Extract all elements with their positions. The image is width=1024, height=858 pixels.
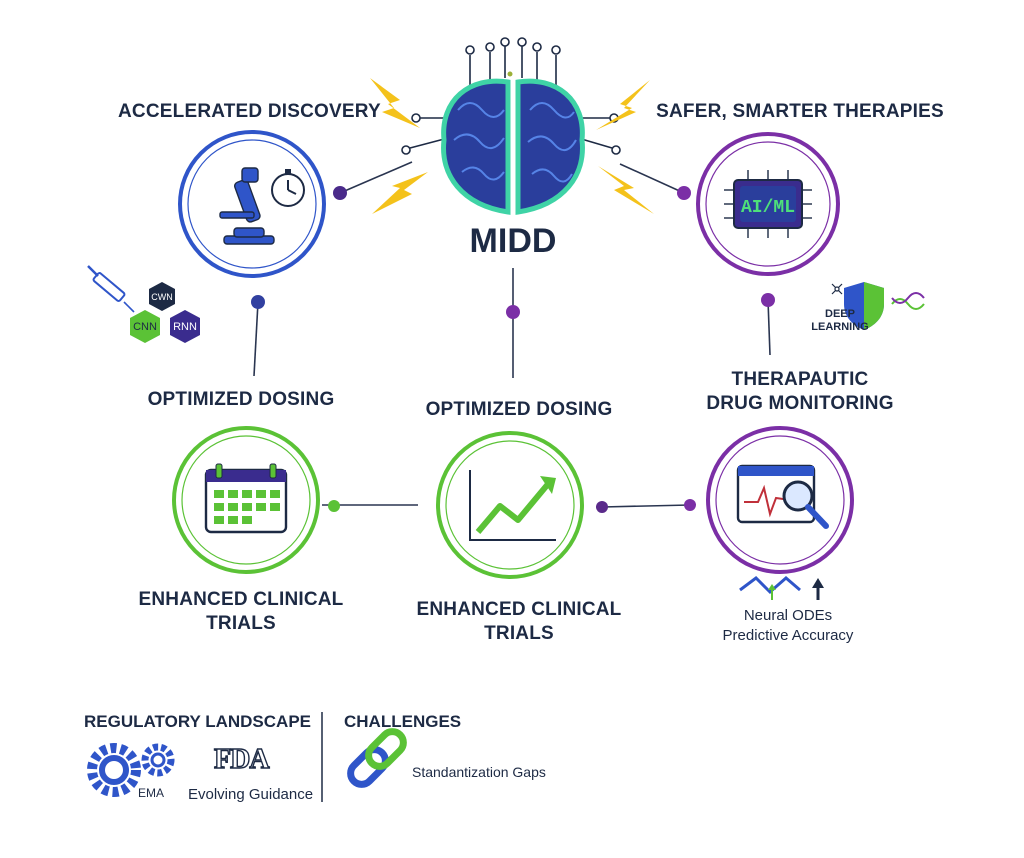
evolving-guidance-label: Evolving Guidance — [188, 786, 314, 803]
connector-left-down — [253, 301, 259, 377]
clinical-trials-calendar-node — [172, 426, 320, 574]
line-chart-icon — [469, 470, 556, 541]
calendar-icon — [204, 463, 288, 534]
accelerated-discovery-title: ACCELERATED DISCOVERY — [118, 101, 381, 122]
optimized-dosing-center-label: OPTIMIZED DOSING — [425, 399, 613, 420]
clinical-trials-chart-node — [436, 431, 584, 579]
drug-monitoring-label-line2: DRUG MONITORING — [706, 392, 894, 414]
connector-brain-right — [619, 163, 685, 194]
clinical-trials-center-line1: ENHANCED CLINICAL — [416, 599, 622, 620]
sparkle-icon — [831, 283, 843, 295]
drug-monitoring-label: THERAPAUTIC DRUG MONITORING — [690, 368, 910, 416]
hex-badge-rnn: RNN — [173, 321, 197, 333]
regulatory-landscape-title: REGULATORY LANDSCAPE — [84, 712, 312, 731]
ai-chip-icon — [724, 170, 812, 238]
neural-ode-trend-icon — [739, 576, 824, 600]
clinical-trials-center-caption: ENHANCED CLINICAL TRIALS — [404, 598, 634, 646]
clinical-trials-left-caption: ENHANCED CLINICAL TRIALS — [126, 588, 356, 636]
clinical-trials-left-line1: ENHANCED CLINICAL — [138, 589, 344, 610]
connector-dots — [251, 186, 775, 513]
clinical-trials-center-line2: TRIALS — [484, 622, 554, 644]
safer-therapies-node: AI/ML — [696, 132, 840, 276]
stopwatch-icon — [271, 169, 305, 207]
neural-ode-caption: Neural ODEs Predictive Accuracy — [700, 606, 876, 645]
safer-therapies-title: SAFER, SMARTER THERAPIES — [656, 101, 944, 122]
chain-link-icon — [347, 728, 407, 788]
neural-ode-line1: Neural ODEs — [743, 607, 833, 624]
connector-brain-left — [339, 161, 413, 194]
dna-icon — [891, 292, 925, 310]
monitor-magnifier-icon — [736, 464, 829, 529]
optimized-dosing-left-label: OPTIMIZED DOSING — [147, 389, 335, 410]
lightning-bolts-icon — [370, 78, 654, 214]
accelerated-discovery-node — [178, 130, 326, 278]
deep-learning-line1: DEEP — [825, 308, 855, 320]
syringe-icon — [87, 265, 135, 313]
midd-title: MIDD — [469, 222, 557, 260]
microscope-icon — [219, 167, 275, 245]
neural-network-badges: CWN CNN RNN — [130, 282, 200, 343]
ema-label: EMA — [138, 786, 165, 800]
gears-icon — [87, 743, 175, 797]
clinical-trials-left-line2: TRIALS — [206, 612, 276, 634]
neural-ode-line2: Predictive Accuracy — [722, 626, 854, 644]
drug-monitoring-label-line1: THERAPAUTIC — [731, 369, 869, 390]
connector-right-down — [767, 299, 771, 356]
connector-bottom-center-right — [601, 504, 691, 508]
hex-badge-cnn: CNN — [133, 321, 157, 333]
standardization-gaps-label: Standantization Gaps — [412, 764, 546, 780]
ai-chip-label: AI/ML — [741, 198, 795, 218]
deep-learning-line2: LEARNING — [811, 320, 869, 333]
drug-monitoring-node — [706, 426, 854, 574]
fda-logo: FDA — [213, 743, 270, 775]
brain-icon — [401, 37, 621, 215]
shield-icon — [844, 282, 884, 330]
deep-learning-label: DEEP LEARNING — [800, 308, 880, 333]
hex-badge-cwn: CWN — [151, 292, 173, 302]
challenges-title: CHALLENGES — [344, 712, 462, 731]
